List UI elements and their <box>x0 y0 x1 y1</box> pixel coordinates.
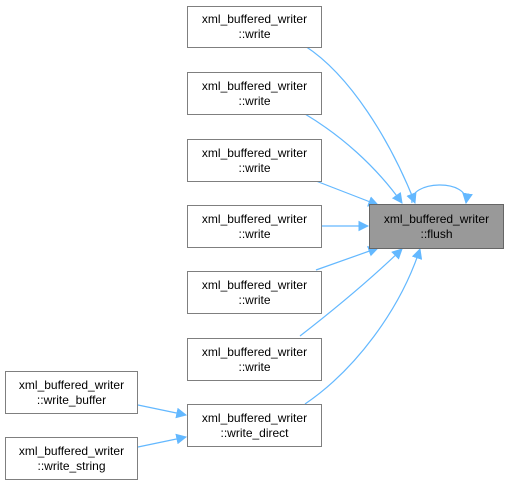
node-label-line1: xml_buffered_writer <box>201 78 308 93</box>
node-label-line1: xml_buffered_writer <box>201 145 308 160</box>
node-label-line2: ::write <box>238 93 271 108</box>
edge-write-2-to-flush <box>304 113 403 204</box>
node-label-line2: ::write <box>238 226 271 241</box>
node-label-line1: xml_buffered_writer <box>201 12 308 26</box>
node-label-line2: ::write_buffer <box>36 392 107 407</box>
node-label-line1: xml_buffered_writer <box>201 344 308 359</box>
node-flush-line2: ::flush <box>420 226 453 241</box>
node-write-4[interactable]: xml_buffered_writer ::write <box>187 205 322 248</box>
node-label-line2: ::write <box>238 359 271 374</box>
edge-write-buffer-to-write-direct <box>137 404 188 419</box>
edge-write-direct-to-flush <box>304 247 423 405</box>
edge-write-string-to-write-direct <box>137 433 188 448</box>
edge-flush-self-loop <box>411 184 473 205</box>
node-label-line1: xml_buffered_writer <box>18 377 125 392</box>
node-flush-line1: xml_buffered_writer <box>383 211 490 226</box>
node-label-line2: ::write <box>238 27 271 41</box>
node-write-6[interactable]: xml_buffered_writer ::write <box>187 338 322 381</box>
node-label-line1: xml_buffered_writer <box>18 443 125 458</box>
edge-write-5-to-flush <box>315 246 380 271</box>
edge-write-6-to-flush <box>299 248 403 337</box>
node-write-1[interactable]: xml_buffered_writer ::write <box>187 6 322 48</box>
edge-write-1-to-flush <box>304 45 417 205</box>
node-label-line2: ::write <box>238 160 271 175</box>
edge-write-3-to-flush <box>315 180 380 207</box>
node-label-line2: ::write_direct <box>220 425 289 440</box>
node-label-line2: ::write_string <box>37 458 106 473</box>
node-flush: xml_buffered_writer ::flush <box>369 204 504 249</box>
node-write-2[interactable]: xml_buffered_writer ::write <box>187 72 322 115</box>
node-write-direct[interactable]: xml_buffered_writer ::write_direct <box>187 404 322 447</box>
node-label-line1: xml_buffered_writer <box>201 277 308 292</box>
node-label-line2: ::write <box>238 292 271 307</box>
node-label-line1: xml_buffered_writer <box>201 211 308 226</box>
node-label-line1: xml_buffered_writer <box>201 410 308 425</box>
node-write-3[interactable]: xml_buffered_writer ::write <box>187 139 322 182</box>
node-write-buffer[interactable]: xml_buffered_writer ::write_buffer <box>5 371 138 414</box>
node-write-string[interactable]: xml_buffered_writer ::write_string <box>5 437 138 480</box>
node-write-5[interactable]: xml_buffered_writer ::write <box>187 271 322 314</box>
